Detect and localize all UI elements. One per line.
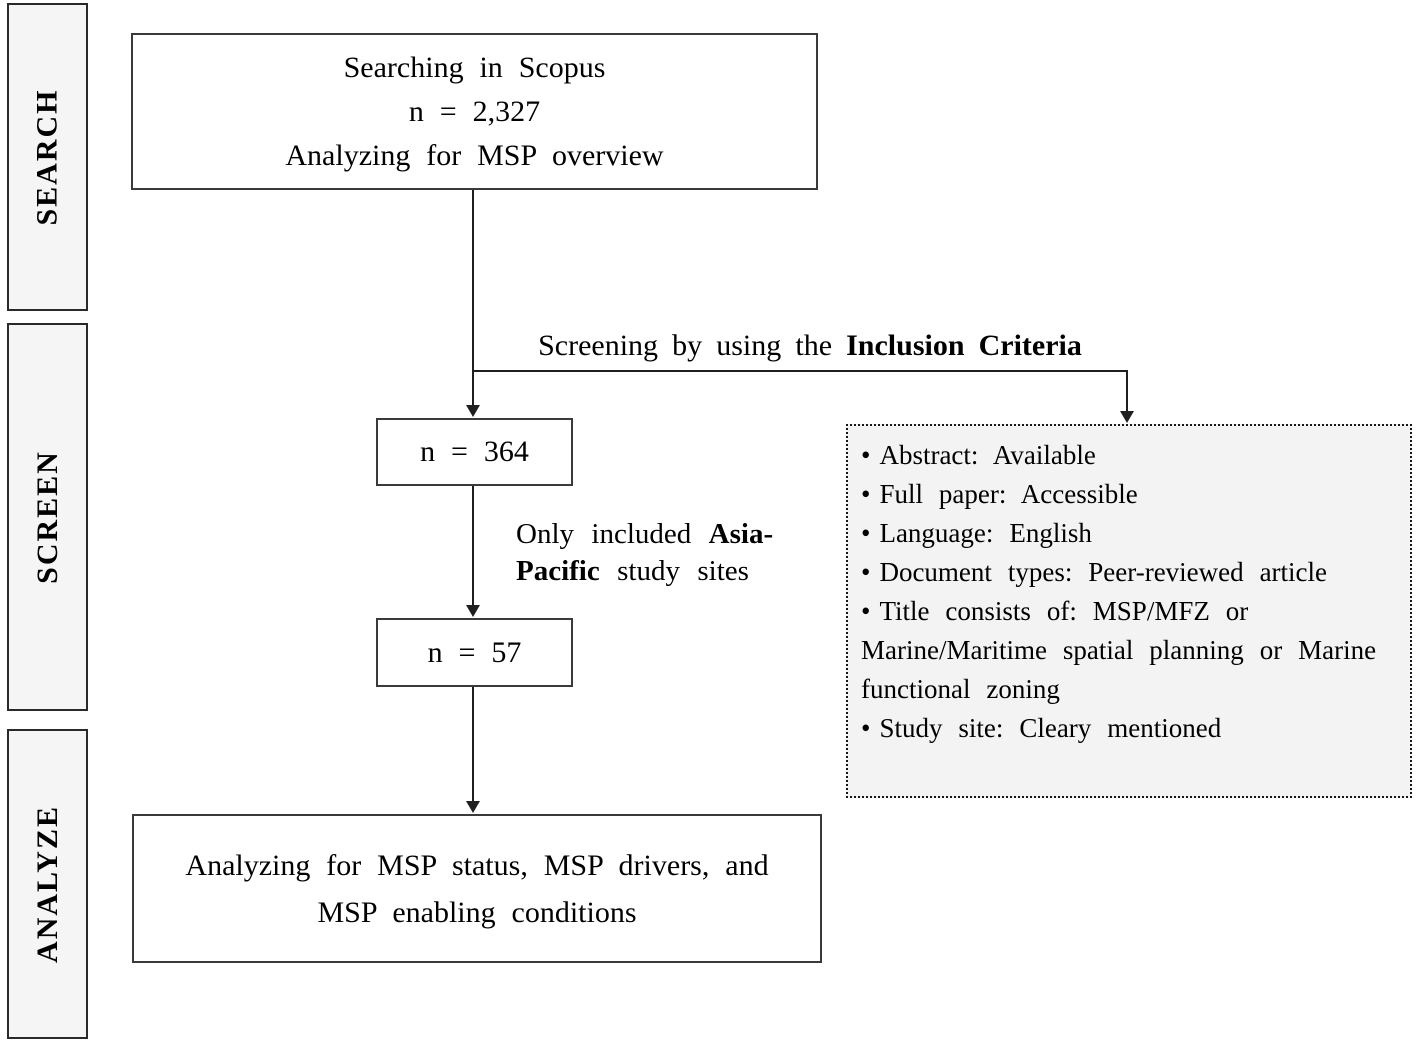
filter-label-line1-bold: Asia- [708, 518, 774, 550]
criteria-item-text: Full paper: Accessible [879, 479, 1138, 509]
screening-label-bold: Inclusion Criteria [846, 329, 1082, 362]
connector-search-to-n364 [472, 190, 474, 407]
connector-branch-to-criteria [1126, 370, 1128, 412]
bullet-icon: • [861, 518, 871, 548]
search-box: Searching in Scopus n = 2,327 Analyzing … [131, 33, 818, 190]
filter-label-line2-suffix: study sites [599, 555, 749, 587]
bullet-icon: • [861, 713, 871, 743]
stage-label-analyze: ANALYZE [30, 805, 64, 963]
connector-n364-to-n57 [472, 486, 474, 606]
n57-count: n = 57 [427, 635, 522, 669]
filter-label-line1-prefix: Only included [516, 518, 709, 550]
screening-label: Screening by using the Inclusion Criteri… [480, 329, 1140, 363]
n364-count: n = 364 [420, 435, 529, 468]
n57-box: n = 57 [376, 618, 573, 687]
bullet-icon: • [861, 440, 871, 470]
stage-band-analyze: ANALYZE [7, 729, 88, 1039]
arrowhead-criteria-icon [1120, 411, 1134, 423]
stage-label-screen: SCREEN [30, 450, 64, 584]
search-box-line3: Analyzing for MSP overview [285, 138, 664, 172]
criteria-item: • Language: English [861, 514, 1382, 553]
arrowhead-n364-icon [466, 405, 480, 417]
screening-label-prefix: Screening by using the [538, 329, 847, 362]
arrowhead-analyze-icon [466, 801, 480, 813]
stage-label-search: SEARCH [30, 88, 64, 226]
search-box-line1: Searching in Scopus [343, 50, 606, 84]
criteria-item-text: Abstract: Available [879, 440, 1096, 470]
filter-label-line1: Only included Asia- [516, 516, 773, 553]
criteria-item: • Full paper: Accessible [861, 475, 1382, 514]
analyze-box-line2: MSP enabling conditions [317, 895, 637, 929]
stage-band-screen: SCREEN [7, 323, 88, 711]
stage-band-search: SEARCH [7, 3, 88, 311]
filter-label-line2: Pacific study sites [516, 553, 773, 590]
criteria-item: • Study site: Cleary mentioned [861, 709, 1382, 748]
arrowhead-n57-icon [466, 605, 480, 617]
bullet-icon: • [861, 557, 871, 587]
criteria-item-text: Document types: Peer-reviewed article [879, 557, 1328, 587]
criteria-item-text: Study site: Cleary mentioned [879, 713, 1222, 743]
bullet-icon: • [861, 596, 871, 626]
analyze-box: Analyzing for MSP status, MSP drivers, a… [132, 814, 822, 963]
analyze-box-line1: Analyzing for MSP status, MSP drivers, a… [185, 848, 769, 882]
criteria-item-text: Language: English [879, 518, 1092, 548]
criteria-item-text: Title consists of: MSP/MFZ or Marine/Mar… [861, 596, 1377, 704]
connector-n57-to-analyze [472, 687, 474, 802]
filter-label: Only included Asia- Pacific study sites [516, 516, 773, 590]
connector-branch-horizontal [472, 370, 1128, 372]
bullet-icon: • [861, 479, 871, 509]
criteria-item: • Abstract: Available [861, 436, 1382, 475]
search-box-count: n = 2,327 [408, 94, 541, 128]
n364-box: n = 364 [376, 418, 573, 486]
inclusion-criteria-box: • Abstract: Available • Full paper: Access… [846, 424, 1412, 798]
criteria-item: • Document types: Peer-reviewed article [861, 553, 1382, 592]
filter-label-line2-bold: Pacific [516, 555, 600, 587]
criteria-item: •Title consists of: MSP/MFZ or Marine/Ma… [861, 592, 1382, 709]
